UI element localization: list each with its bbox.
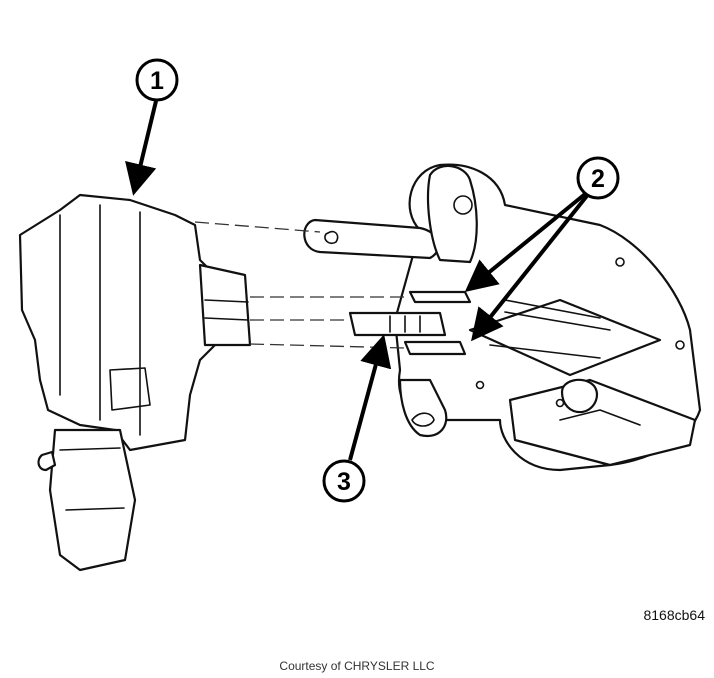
- callout-2: 2: [576, 156, 620, 200]
- module-housing: [18, 193, 252, 572]
- callout-3-number: 3: [337, 468, 351, 496]
- steering-column-assembly: [303, 163, 702, 472]
- callout-3: 3: [322, 459, 366, 503]
- courtesy-credit: Courtesy of CHRYSLER LLC: [279, 659, 435, 673]
- callout-2-number: 2: [591, 165, 605, 193]
- callout-1: 1: [135, 58, 179, 102]
- leader-arrows: [125, 100, 592, 461]
- callout-1-number: 1: [150, 67, 164, 95]
- figure-id: 8168cb64: [643, 607, 705, 623]
